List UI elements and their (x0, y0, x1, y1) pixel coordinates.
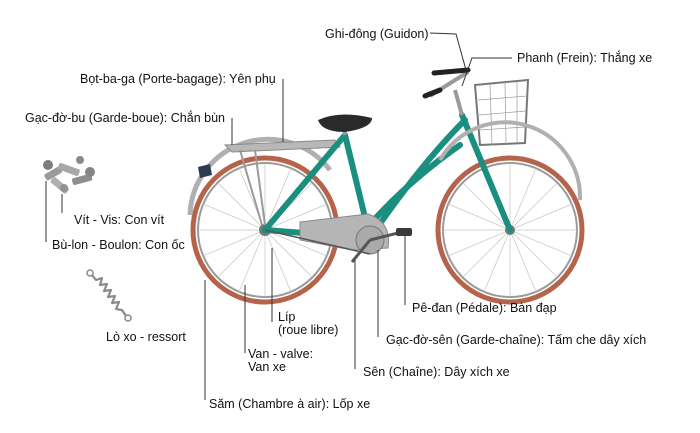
label-rack: Bọt-ba-ga (Porte-bagage): Yên phụ (80, 72, 276, 86)
label-handlebar: Ghi-đông (Guidon) (325, 27, 429, 41)
label-brake: Phanh (Frein): Thắng xe (517, 51, 653, 65)
leader-lines (45, 32, 512, 400)
label-freewheel-line2: (roue libre) (278, 323, 339, 337)
handlebar-basket (422, 67, 583, 201)
label-chainguard: Gạc-đờ-sên (Garde-chaîne): Tấm che dây x… (386, 333, 647, 347)
saddle (318, 114, 372, 136)
label-screw: Vít - Vis: Con vít (74, 213, 165, 227)
label-fender: Gạc-đờ-bu (Garde-boue): Chắn bùn (25, 111, 225, 125)
label-freewheel-line1: Líp (278, 310, 296, 324)
label-chain: Sên (Chaîne): Dây xích xe (363, 365, 510, 379)
chainguard-crank (264, 213, 412, 263)
label-valve-line1: Van - valve: (248, 347, 314, 361)
rear-fender-rack (187, 136, 341, 226)
bicycle-frame (262, 112, 513, 241)
label-pedal: Pê-đan (Pédale): Bàn đạp (412, 301, 557, 315)
label-bolt: Bù-lon - Boulon: Con ốc (52, 238, 185, 252)
label-spring: Lò xo - ressort (106, 330, 186, 344)
spring-illustration (86, 269, 132, 322)
label-valve-line2: Van xe (248, 360, 286, 374)
screws-bolts-illustration (43, 156, 95, 194)
label-tube: Săm (Chambre à air): Lốp xe (209, 397, 371, 411)
